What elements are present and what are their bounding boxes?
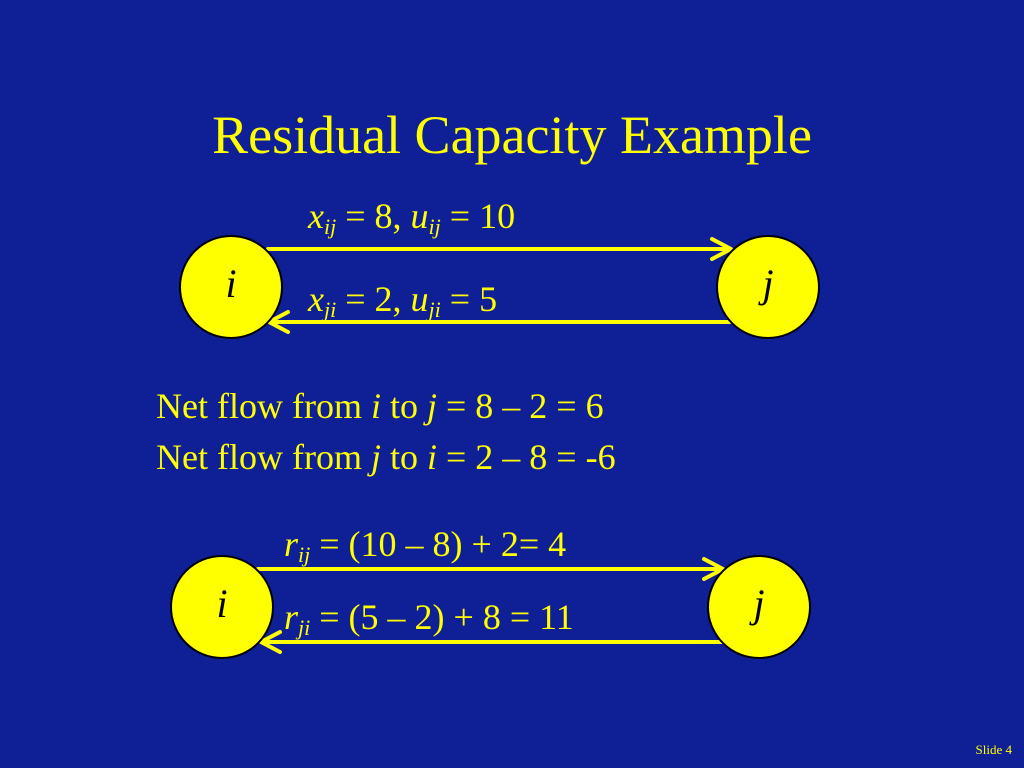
net-flow-line-1: Net flow from i to j = 8 – 2 = 6 [156, 386, 604, 426]
top-forward-label: xij = 8, uij = 10 [308, 196, 516, 239]
bottom-node-j-label: j [753, 580, 765, 626]
top-backward-label: xji = 2, uji = 5 [308, 279, 498, 322]
bottom-node-j: j [707, 555, 811, 659]
net-flow-line-2: Net flow from j to i = 2 – 8 = -6 [156, 437, 616, 477]
slide-number: Slide 4 [975, 742, 1012, 757]
bottom-backward-label: rji = (5 – 2) + 8 = 11 [284, 597, 574, 640]
top-node-i-label: i [225, 260, 237, 306]
bottom-backward-arrowhead [259, 630, 282, 654]
bottom-node-i: i [170, 555, 274, 659]
bottom-forward-label: rij = (10 – 8) + 2= 4 [284, 524, 567, 567]
slide-title: Residual Capacity Example [212, 105, 812, 165]
top-node-j-label: j [762, 260, 774, 306]
bottom-node-i-label: i [216, 580, 228, 626]
top-node-j: j [716, 235, 820, 339]
top-node-i: i [179, 235, 283, 339]
